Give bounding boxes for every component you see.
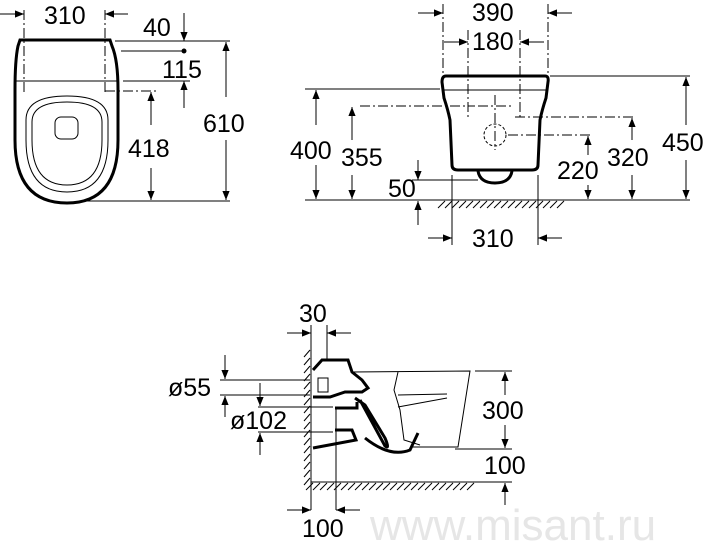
hatch-line — [521, 200, 530, 209]
hatch-line — [303, 381, 311, 390]
seat-outline — [25, 95, 109, 193]
hatch-line — [303, 461, 311, 470]
hatch-line — [303, 421, 311, 430]
dim-400: 400 — [290, 137, 332, 165]
hatch-line — [417, 482, 426, 491]
floor-hatch — [437, 200, 565, 209]
dim-180: 180 — [472, 28, 514, 56]
hatch-line — [396, 482, 405, 491]
watermark: www.misant.ru — [369, 501, 656, 544]
dim-50: 50 — [388, 175, 416, 203]
dim-310-front: 310 — [472, 225, 514, 253]
hatch-line — [375, 482, 384, 491]
dim-418: 418 — [128, 135, 170, 163]
hatch-line — [303, 357, 311, 366]
hatch-line — [319, 482, 328, 491]
hatch-line — [303, 437, 311, 446]
hatch-line — [303, 429, 311, 438]
hatch-line — [500, 200, 509, 209]
dim-30: 30 — [299, 300, 327, 328]
hatch-line — [303, 349, 311, 358]
dim-40: 40 — [143, 14, 171, 42]
dim-220: 220 — [557, 157, 599, 185]
dim-610: 610 — [203, 110, 245, 138]
dim-320: 320 — [607, 144, 649, 172]
hatch-line — [303, 477, 311, 486]
hatch-line — [382, 482, 391, 491]
dim-390: 390 — [472, 0, 514, 27]
hatch-line — [424, 482, 433, 491]
toilet-outline-front — [440, 74, 550, 172]
toilet-outline-side — [311, 358, 420, 454]
hatch-line — [354, 482, 363, 491]
hatch-line — [535, 200, 544, 209]
hatch-line — [303, 365, 311, 374]
wall-floor-hatch — [303, 349, 475, 491]
hatch-line — [410, 482, 419, 491]
hatch-line — [340, 482, 349, 491]
hatch-line — [528, 200, 537, 209]
hatch-line — [305, 482, 314, 491]
hatch-line — [389, 482, 398, 491]
hatch-line — [445, 482, 454, 491]
hatch-line — [493, 200, 502, 209]
hatch-line — [303, 389, 311, 398]
hatch-line — [556, 200, 565, 209]
hatch-line — [514, 200, 523, 209]
hatch-line — [361, 482, 370, 491]
front-view: 390 180 400 355 50 220 320 450 310 — [290, 0, 704, 253]
hatch-line — [303, 469, 311, 478]
dim-100-height: 100 — [484, 452, 526, 480]
dim-115: 115 — [162, 56, 202, 84]
hatch-line — [549, 200, 558, 209]
hatch-line — [542, 200, 551, 209]
hatch-line — [459, 482, 468, 491]
hatch-line — [507, 200, 516, 209]
hatch-line — [479, 200, 488, 209]
hatch-line — [303, 453, 311, 462]
hatch-line — [486, 200, 495, 209]
hatch-line — [465, 200, 474, 209]
top-view: 310 40 115 418 610 — [0, 2, 245, 205]
hatch-line — [303, 413, 311, 422]
hatch-line — [303, 397, 311, 406]
hatch-line — [403, 482, 412, 491]
dim-dia-55: ø55 — [168, 374, 211, 402]
hatch-line — [437, 200, 446, 209]
dim-100-depth: 100 — [302, 515, 344, 543]
side-view: www.misant.ru 30 ø55 ø102 300 100 100 — [168, 300, 656, 544]
hatch-line — [452, 482, 461, 491]
hatch-line — [438, 482, 447, 491]
hatch-line — [451, 200, 460, 209]
hatch-line — [368, 482, 377, 491]
hatch-line — [444, 200, 453, 209]
hatch-line — [333, 482, 342, 491]
hatch-line — [466, 482, 475, 491]
dim-300: 300 — [482, 397, 524, 425]
hatch-line — [472, 200, 481, 209]
hatch-line — [431, 482, 440, 491]
dim-355: 355 — [341, 144, 383, 172]
flush-outlet — [54, 116, 79, 140]
toilet-outline-top — [13, 38, 120, 205]
hatch-line — [326, 482, 335, 491]
dim-dia-102: ø102 — [230, 407, 287, 435]
hatch-line — [303, 445, 311, 454]
dim-310-top: 310 — [44, 2, 86, 30]
dim-450: 450 — [662, 129, 704, 157]
hatch-line — [347, 482, 356, 491]
hatch-line — [458, 200, 467, 209]
hatch-line — [312, 482, 321, 491]
